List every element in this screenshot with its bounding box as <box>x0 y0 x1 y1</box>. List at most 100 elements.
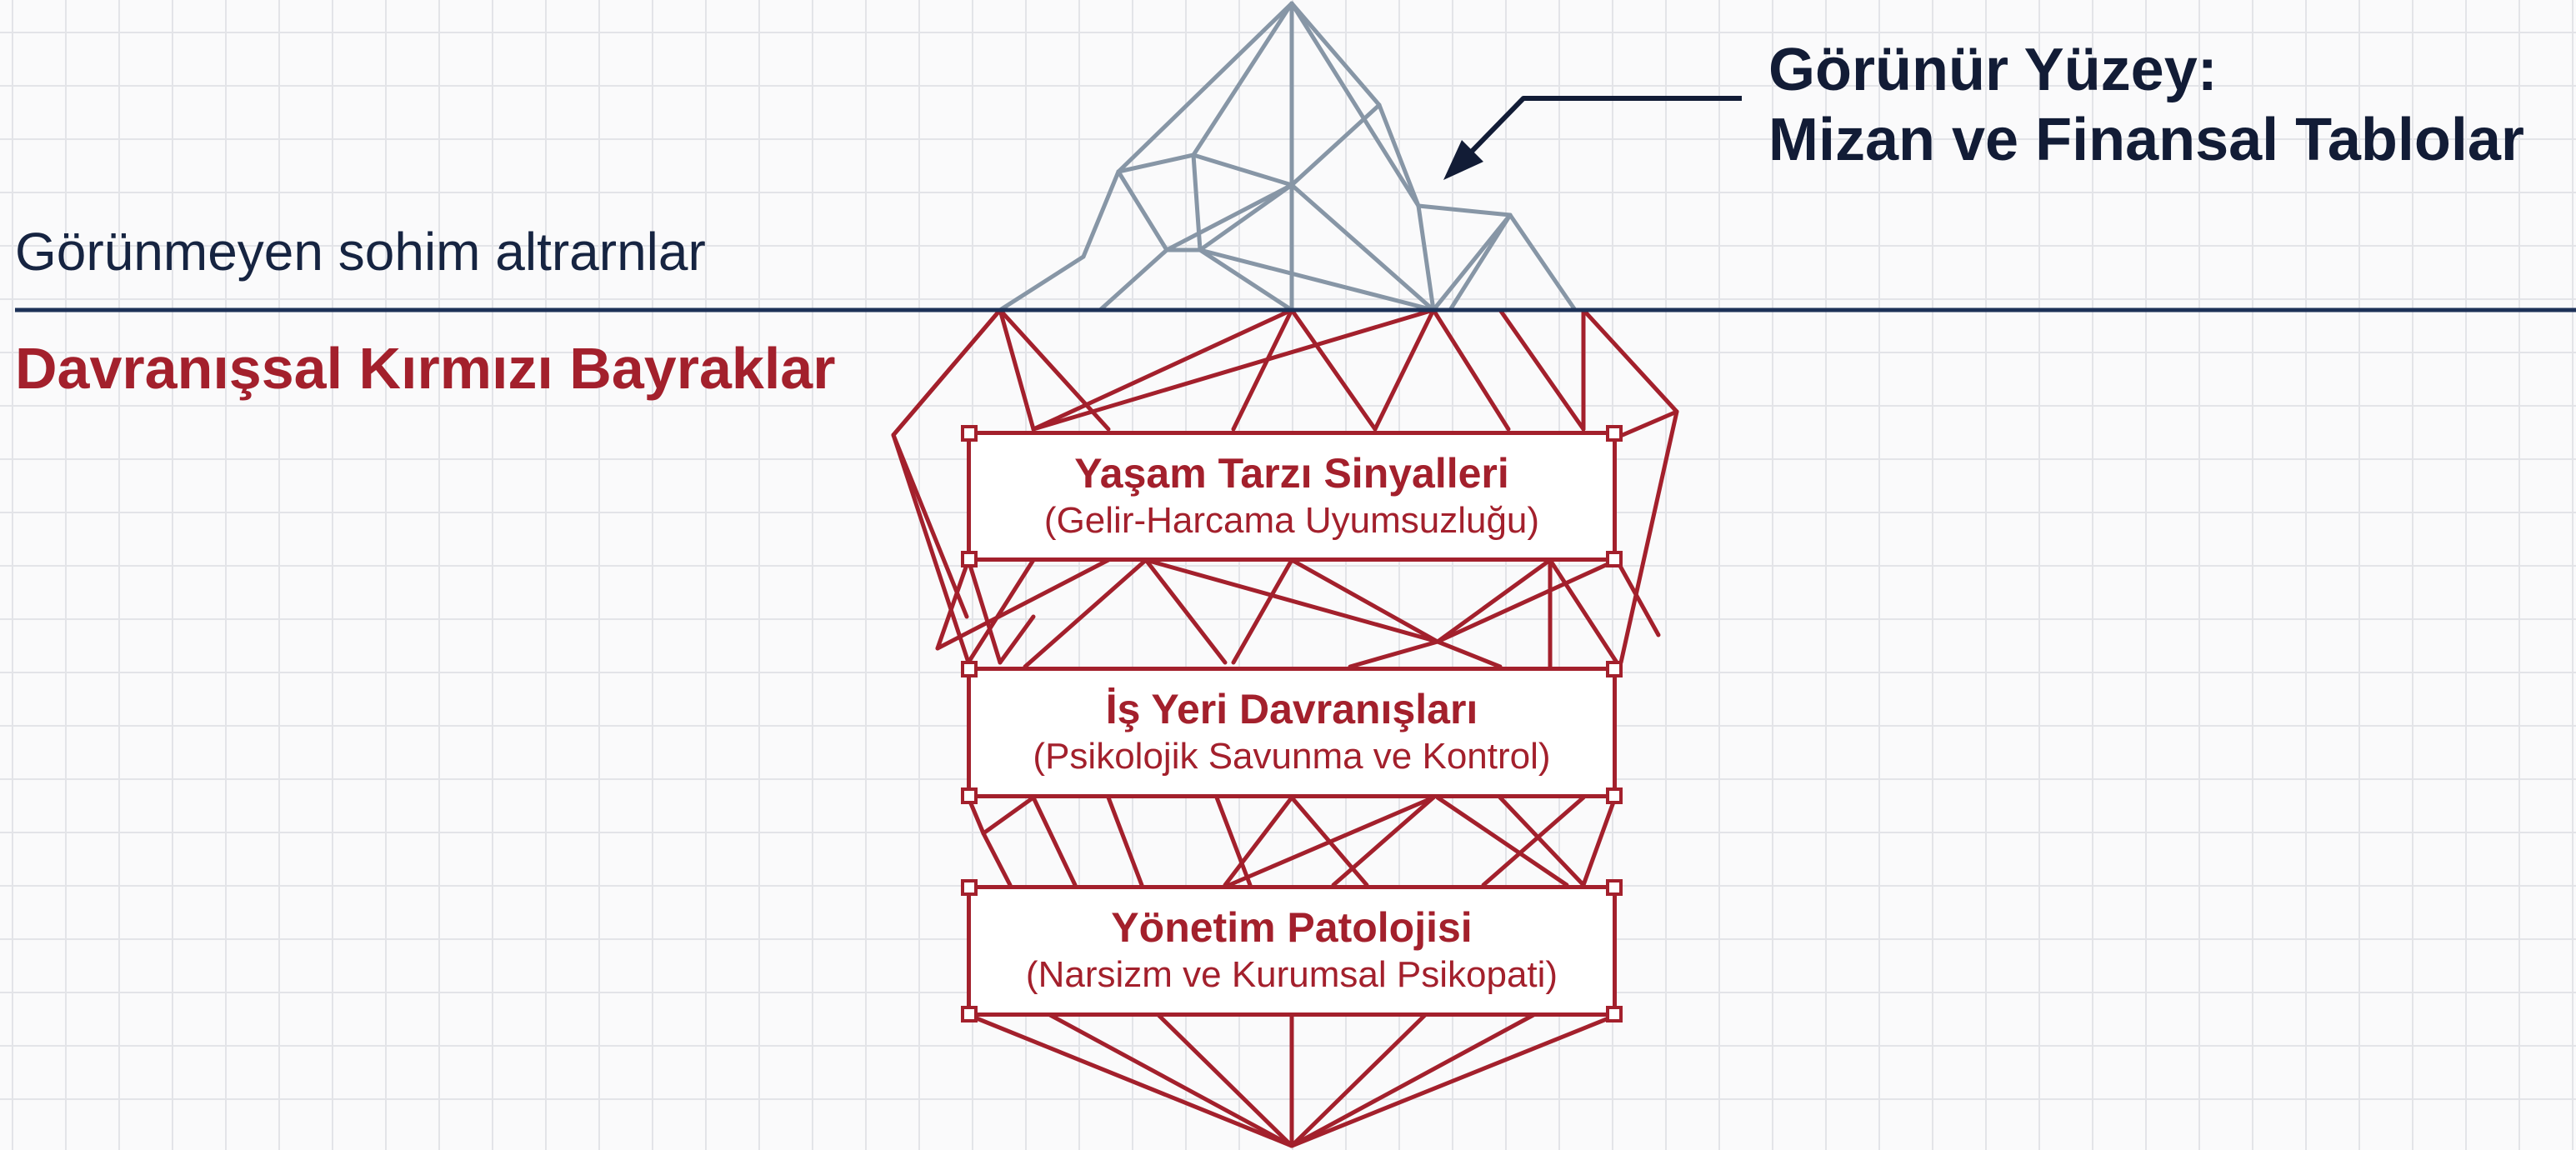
underwater-edge <box>935 558 1111 651</box>
underwater-edge <box>1614 558 1661 638</box>
underwater-edge <box>1435 639 1503 669</box>
underwater-edge <box>1227 795 1436 888</box>
underwater-edge <box>1156 1012 1294 1148</box>
layer-management-title: Yönetim Patolojisi <box>1111 904 1473 951</box>
underwater-edge <box>935 558 971 651</box>
underwater-edge <box>1289 308 1378 432</box>
underwater-edge <box>1289 1012 1428 1148</box>
tip-edge <box>1116 169 1169 252</box>
box-handle <box>961 425 978 442</box>
underwater-edge <box>1214 795 1253 888</box>
box-handle <box>961 661 978 678</box>
underwater-edge <box>1223 795 1294 888</box>
underwater-edge <box>1498 308 1586 432</box>
layer-management-box: Yönetim Patolojisi (Narsizm ve Kurumsal … <box>961 879 1623 1022</box>
underwater-edge <box>1231 308 1294 432</box>
underwater-edge <box>1373 308 1436 432</box>
visible-surface-subtitle: Mizan ve Finansal Tablolar <box>1768 107 2524 173</box>
underwater-edge <box>1581 308 1679 414</box>
tip-edge <box>998 254 1086 312</box>
underwater-edge <box>1023 558 1148 669</box>
tip-edge <box>1508 212 1578 312</box>
tip-edge <box>1191 152 1294 188</box>
tip-edge <box>1289 1 1421 208</box>
box-handle <box>961 551 978 568</box>
tip-edge <box>1116 152 1196 174</box>
tip-edge <box>1448 212 1513 312</box>
tip-edge <box>1198 248 1436 312</box>
underwater-edge <box>1548 558 1619 665</box>
pointer-arrow <box>1443 96 1742 180</box>
tip-edge <box>1416 203 1513 218</box>
hidden-depths-label: Görünmeyen sohim altrarnlar <box>15 222 706 282</box>
underwater-edge <box>1289 1012 1536 1148</box>
iceberg-tip-wireframe <box>998 1 1578 312</box>
underwater-edge <box>1231 558 1294 665</box>
underwater-edge <box>1289 558 1440 644</box>
underwater-edge <box>1048 1012 1294 1148</box>
layer-management-subtitle: (Narsizm ve Kurumsal Psikopati) <box>1025 954 1558 995</box>
tip-edge <box>1164 182 1294 252</box>
underwater-edge <box>1618 409 1679 665</box>
tip-edge <box>1081 169 1121 259</box>
visible-surface-label: Görünür Yüzey: Mizan ve Finansal Tablola… <box>1768 35 2524 175</box>
tip-edge <box>1377 102 1421 208</box>
red-flags-title: Davranışsal Kırmızı Bayraklar <box>15 336 836 401</box>
layer-workplace-box: İş Yeri Davranışları (Psikolojik Savunma… <box>961 661 1623 804</box>
tip-edge <box>1116 1 1294 174</box>
underwater-edge <box>1031 308 1294 432</box>
underwater-edge <box>981 831 1013 888</box>
underwater-edge <box>998 614 1036 665</box>
tip-edge <box>1198 248 1294 312</box>
layer-lifestyle-box: Yaşam Tarzı Sinyalleri (Gelir-Harcama Uy… <box>961 425 1623 568</box>
underwater-edge <box>891 432 969 619</box>
underwater-edge <box>1143 558 1228 665</box>
tip-edge <box>1289 182 1436 312</box>
underwater-edge <box>1106 795 1144 888</box>
underwater-edge <box>966 558 1003 665</box>
box-handle <box>1606 425 1623 442</box>
tip-edge <box>1431 212 1513 312</box>
box-handle <box>1606 788 1623 804</box>
layer-lifestyle-subtitle: (Gelir-Harcama Uyumsuzluğu) <box>1043 500 1540 541</box>
box-handle <box>961 879 978 896</box>
layer-lifestyle-title: Yaşam Tarzı Sinyalleri <box>1074 450 1509 497</box>
tip-edge <box>1191 1 1294 158</box>
underwater-edge <box>891 432 971 665</box>
layer-workplace-title: İş Yeri Davranışları <box>1105 686 1478 732</box>
underwater-edge <box>1289 1012 1619 1148</box>
underwater-edge <box>1348 639 1440 669</box>
box-handle <box>1606 879 1623 896</box>
box-handle <box>1606 1006 1623 1022</box>
underwater-edge <box>1498 795 1586 888</box>
underwater-edge <box>1431 308 1511 432</box>
underwater-edge <box>891 308 1003 438</box>
underwater-edge <box>1143 558 1440 644</box>
underwater-edge <box>966 558 1036 665</box>
tip-edge <box>1289 1 1382 108</box>
box-handle <box>961 788 978 804</box>
underwater-edge <box>998 308 1036 432</box>
box-handle <box>1606 661 1623 678</box>
box-handle <box>961 1006 978 1022</box>
underwater-edge <box>1481 795 1586 888</box>
box-handle <box>1606 551 1623 568</box>
tip-edge <box>1198 182 1294 252</box>
underwater-edge <box>1031 308 1436 432</box>
underwater-edge <box>1435 558 1619 644</box>
underwater-edge <box>1581 795 1618 888</box>
underwater-edge <box>1331 795 1436 888</box>
tip-edge <box>1289 102 1382 188</box>
underwater-edge <box>1031 795 1078 888</box>
underwater-edge <box>1435 558 1553 644</box>
underwater-edge <box>1614 409 1679 440</box>
underwater-edge <box>1435 795 1569 888</box>
visible-surface-title: Görünür Yüzey: <box>1768 37 2218 103</box>
underwater-edge <box>981 795 1036 836</box>
tip-edge <box>1098 248 1169 312</box>
underwater-edge <box>966 1012 1294 1148</box>
layer-workplace-subtitle: (Psikolojik Savunma ve Kontrol) <box>1033 736 1551 777</box>
tip-edge <box>1416 203 1436 312</box>
underwater-edge <box>998 308 1111 432</box>
